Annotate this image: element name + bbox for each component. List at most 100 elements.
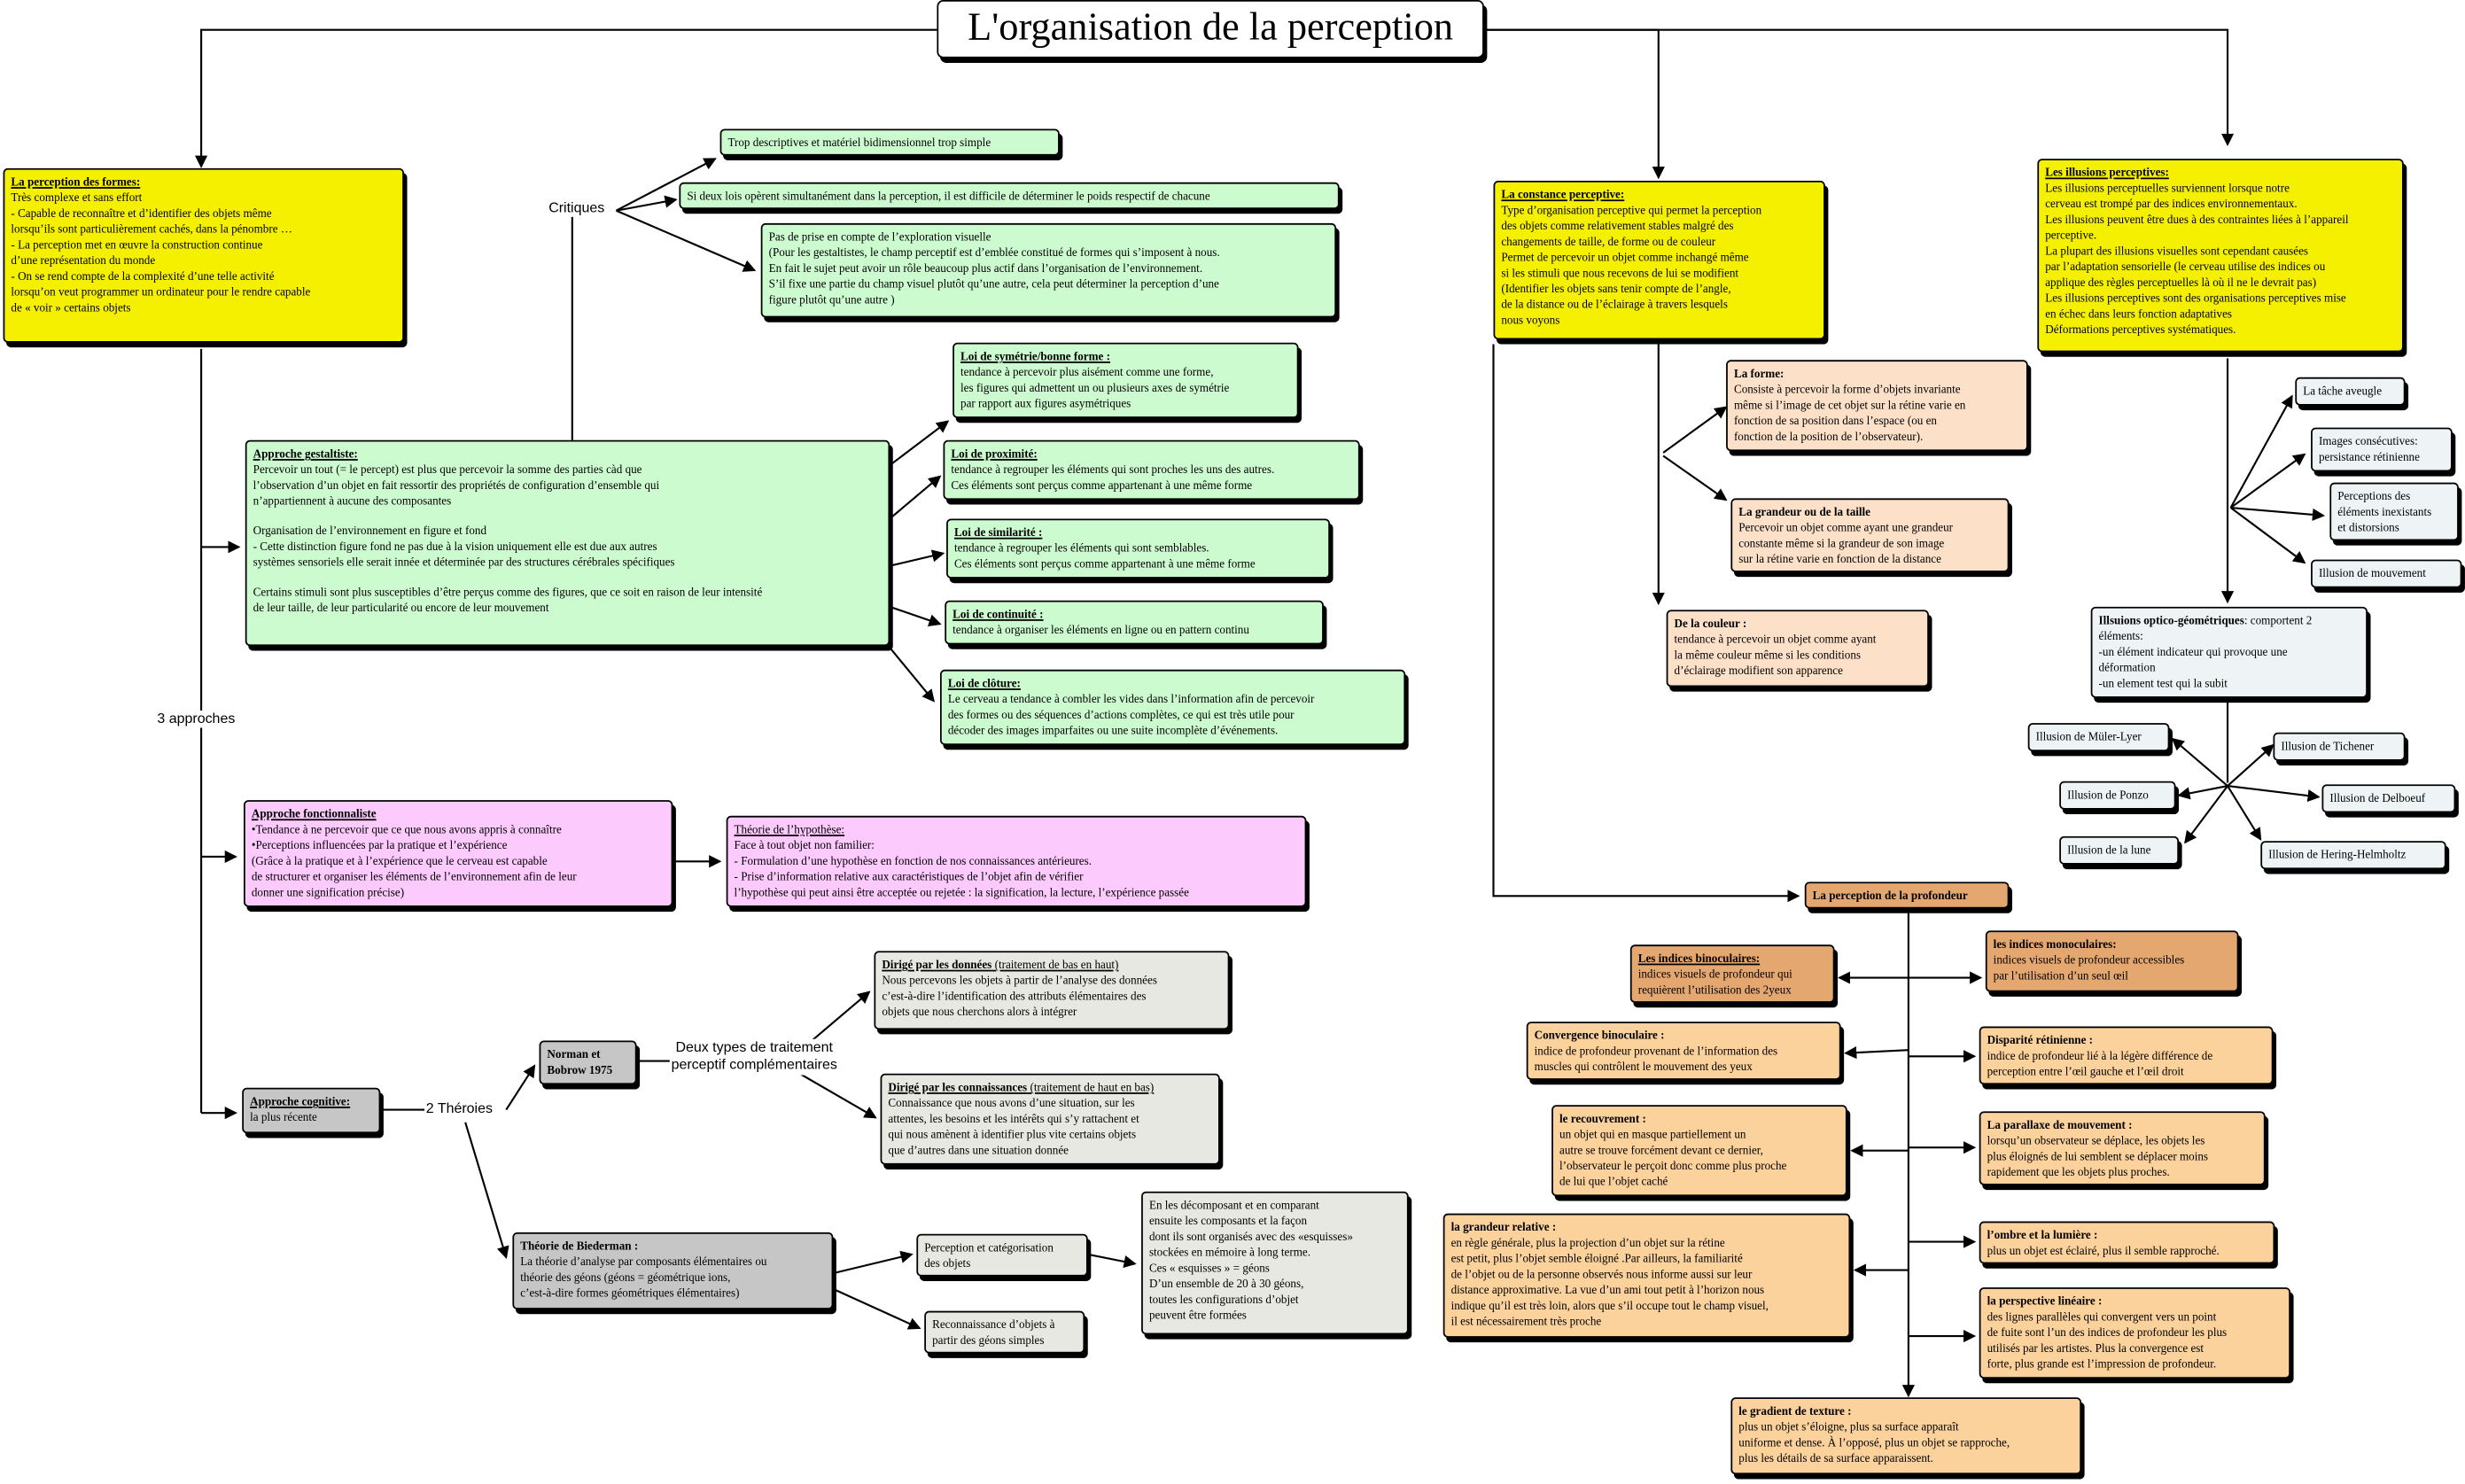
box-title: La perception des formes: [11, 174, 141, 189]
box-line: - Capable de reconnaître et d’identifier… [11, 206, 272, 221]
page-title: L'organisation de la perception [937, 0, 1484, 58]
box-line: la plus récente [250, 1109, 317, 1124]
box-line: tendance à organiser les éléments en lig… [953, 622, 1249, 637]
box-line: •Tendance à ne percevoir que ce que nous… [251, 821, 562, 836]
box-title: la perspective linéaire : [1987, 1294, 2103, 1309]
box-line: en règle générale, plus la projection d’… [1450, 1235, 1725, 1250]
box-line: -un element test qui la subit [2098, 675, 2228, 690]
box-line: - La perception met en œuvre la construc… [11, 237, 263, 252]
box-gradient-texture: le gradient de texture : plus un objet s… [1730, 1397, 2082, 1475]
box-line: Ces éléments sont perçus comme appartena… [953, 556, 1256, 571]
box-title: Les indices binoculaires: [1637, 951, 1761, 966]
label-3-approches: 3 approches [157, 710, 236, 728]
box-illusion-tichener: Illusion de Tichener [2273, 732, 2406, 761]
box-line: Illusion de Hering-Helmholtz [2268, 847, 2407, 862]
box-critique-descriptives: Trop descriptives et matériel bidimensio… [719, 128, 1060, 156]
box-line: qui nous amènent à identifier plus vite … [888, 1127, 1137, 1141]
box-line: forte, plus grande est l’impression de p… [1987, 1356, 2217, 1371]
box-line: muscles qui contrôlent le mouvement des … [1534, 1059, 1753, 1074]
box-title: Loi de similarité : [953, 524, 1043, 540]
box-norman-bobrow: Norman et Bobrow 1975 [539, 1040, 637, 1085]
box-loi-symetrie: Loi de symétrie/bonne forme : tendance à… [953, 342, 1299, 418]
box-line: de leur taille, de leur particularité ou… [253, 600, 549, 615]
box-line: même si l’image de cet objet sur la réti… [1733, 397, 1966, 412]
box-indices-monoculaires: les indices monoculaires: indices visuel… [1985, 930, 2239, 992]
box-line: déformation [2098, 660, 2156, 675]
box-illusion-mouvement: Illusion de mouvement [2311, 559, 2462, 588]
box-line: peuvent être formées [1148, 1307, 1247, 1322]
box-line: Perceptions des [2337, 488, 2411, 503]
box-perceptions-inexistants: Perceptions des éléments inexistants et … [2329, 482, 2459, 541]
box-line: plus éloignés de lui semblent se déplace… [1987, 1148, 2209, 1163]
box-line: - On se rend compte de la complexité d’u… [11, 268, 275, 284]
box-line: tendance à percevoir un objet comme ayan… [1674, 632, 1877, 647]
box-line: de fuite sont l’un des indices de profon… [1987, 1325, 2228, 1340]
box-line: •Perceptions influencées par la pratique… [251, 837, 508, 852]
label-2-theories: 2 Théroies [425, 1099, 493, 1118]
box-title: Loi de clôture: [947, 675, 1021, 690]
box-line: - Cette distinction figure fond ne pas d… [253, 539, 657, 554]
box-title: l’ombre et la lumière : [1987, 1227, 2098, 1242]
box-line: Images consécutives: [2318, 433, 2418, 448]
box-title-suffix: : comportent 2 [2243, 612, 2313, 627]
box-line: Perception et catégorisation [924, 1239, 1054, 1255]
box-line: Consiste à percevoir la forme d’objets i… [1733, 382, 1961, 397]
box-perception-categorisation: Perception et catégorisation des objets [916, 1233, 1088, 1277]
box-perception-profondeur: La perception de la profondeur [1804, 882, 2010, 909]
box-reconnaissance-geons: Reconnaissance d’objets à partir des géo… [924, 1310, 1085, 1354]
box-line: par l’utilisation d’un seul œil [1993, 967, 2128, 983]
box-line: utilisés par les artistes. Plus la conve… [1987, 1340, 2205, 1356]
box-ombre-lumiere: l’ombre et la lumière : plus un objet es… [1979, 1221, 2275, 1264]
box-line: de « voir » certains objets [11, 299, 131, 315]
box-constance-forme: La forme: Consiste à percevoir la forme … [1726, 360, 2028, 452]
box-line: éléments: [2098, 628, 2143, 643]
box-title: La constance perceptive: [1501, 187, 1625, 202]
box-line: fonction de sa position dans l’espace (o… [1733, 413, 1938, 428]
label-deux-types-line: Deux types de traitement [675, 1038, 833, 1055]
box-line: distance approximative. La vue d’un ami … [1450, 1282, 1765, 1297]
box-line: (Identifier les objets sans tenir compte… [1501, 281, 1731, 296]
box-line: tendance à regrouper les éléments qui so… [953, 540, 1209, 556]
box-line: des formes ou des séquences d’actions co… [947, 707, 1295, 722]
box-title: De la couleur : [1674, 616, 1747, 631]
box-line: lorsqu’un observateur se déplace, les ob… [1987, 1133, 2205, 1148]
box-title-note: (traitement de haut en bas) [1027, 1079, 1155, 1094]
box-line: plus un objet est éclairé, plus il sembl… [1987, 1243, 2220, 1258]
box-illusions-optico-geometriques: Illsuions optico-géométriques: comporten… [2090, 606, 2368, 698]
box-title: Théorie de Biederman : [520, 1239, 639, 1254]
box-line: systèmes sensoriels elle serait innée et… [253, 555, 675, 570]
box-approche-cognitive: Approche cognitive: la plus récente [242, 1087, 381, 1134]
box-line: Certains stimuli sont plus susceptibles … [253, 584, 763, 599]
box-line: fonction de la position de l’observateur… [1733, 429, 1924, 444]
box-line: stockées en mémoire à long terme. [1148, 1245, 1311, 1260]
box-title: La forme: [1733, 366, 1785, 381]
box-line: n’appartiennent à aucune des composantes [253, 493, 452, 508]
box-line: plus les détails de sa surface apparaiss… [1738, 1450, 1933, 1465]
box-line: Si deux lois opèrent simultanément dans … [687, 188, 1210, 203]
label-deux-types: Deux types de traitement perceptif compl… [671, 1038, 837, 1075]
box-line: objets que nous cherchons alors à intégr… [882, 1004, 1077, 1019]
box-illusion-delboeuf: Illusion de Delboeuf [2321, 784, 2456, 813]
box-line: Percevoir un objet comme ayant une grand… [1738, 520, 1954, 535]
box-line: lorsqu’on veut programmer un ordinateur … [11, 284, 311, 299]
box-title: Approche gestaltiste: [253, 446, 358, 461]
box-line: Les illusions perceptuelles surviennent … [2045, 181, 2290, 195]
box-line [253, 509, 883, 524]
box-title: Illsuions optico-géométriques [2098, 612, 2244, 627]
box-line: théorie des géons (géons = géométrique i… [520, 1270, 731, 1285]
box-line: c’est-à-dire l’identification des attrib… [882, 988, 1147, 1003]
box-line: des objets [924, 1255, 971, 1270]
box-line: indices visuels de profondeur qui [1637, 967, 1792, 982]
box-line: La plupart des illusions visuelles sont … [2045, 243, 2309, 258]
box-grandeur-relative: la grandeur relative : en règle générale… [1442, 1213, 1851, 1338]
box-critique-deux-lois: Si deux lois opèrent simultanément dans … [679, 182, 1340, 209]
box-line: D’un ensemble de 20 à 30 géons, [1148, 1276, 1304, 1291]
box-title: le recouvrement : [1559, 1111, 1646, 1126]
box-convergence-binoculaire: Convergence binoculaire : indice de prof… [1526, 1022, 1841, 1080]
box-title: Loi de proximité: [951, 446, 1038, 461]
box-title: La grandeur ou de la taille [1738, 504, 1871, 519]
box-perspective-lineaire: la perspective linéaire : des lignes par… [1979, 1287, 2291, 1379]
box-line: de l’objet ou de la personne observés no… [1450, 1266, 1753, 1281]
box-line: de la distance ou de l’éclairage à trave… [1501, 297, 1728, 312]
